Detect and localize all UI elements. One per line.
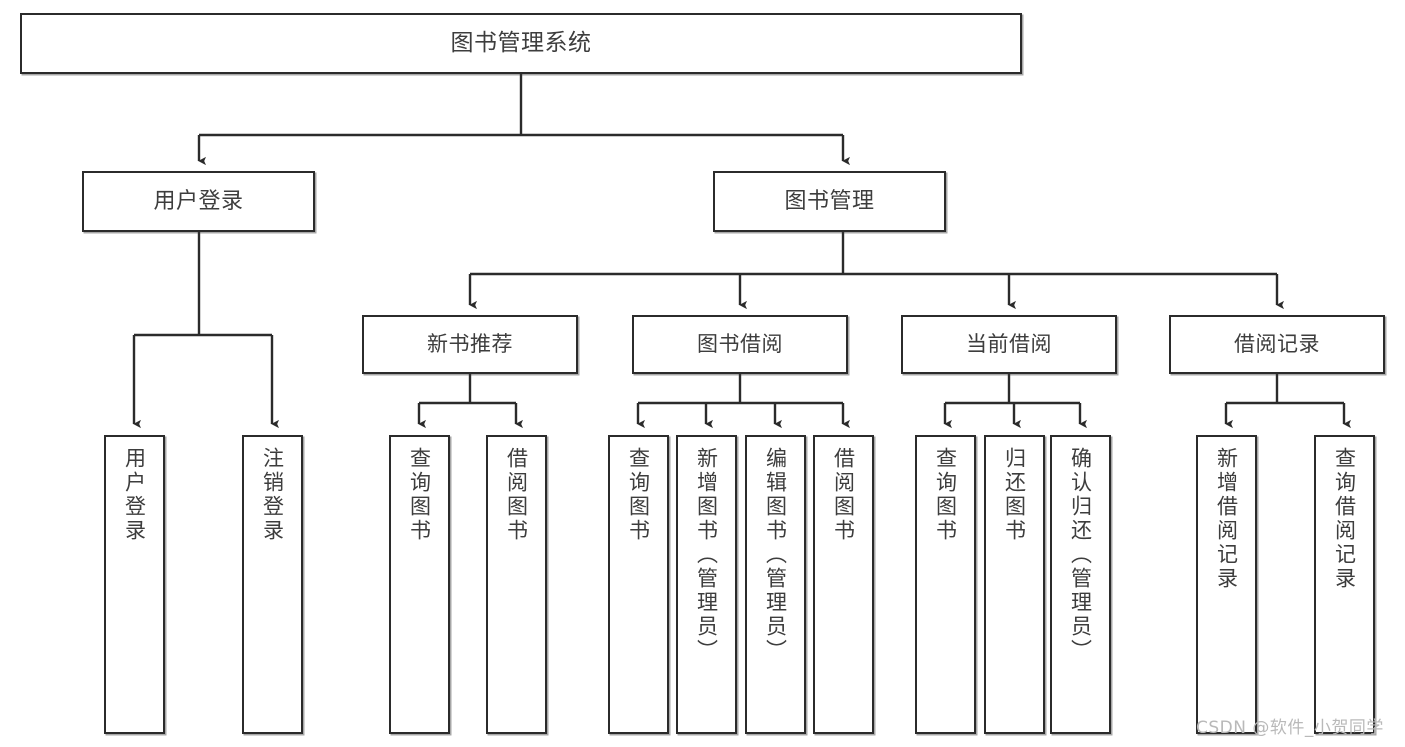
- leaf-borrow-record-add-record[interactable]: 新增借阅记录: [1196, 435, 1257, 734]
- leaf-current-borrow-confirm-return-admin[interactable]: 确认归还（管理员）: [1050, 435, 1111, 734]
- node-label: 图书管理: [784, 188, 875, 214]
- csdn-watermark: CSDN @软件_小贺同学: [1196, 718, 1384, 738]
- node-label: 新书推荐: [427, 332, 513, 357]
- node-borrow-record[interactable]: 借阅记录: [1169, 315, 1385, 374]
- leaf-book-borrow-borrow-book[interactable]: 借阅图书: [813, 435, 874, 734]
- node-book-borrow[interactable]: 图书借阅: [632, 315, 848, 374]
- leaf-book-borrow-query-book[interactable]: 查询图书: [608, 435, 669, 734]
- node-root-book-management-system[interactable]: 图书管理系统: [20, 13, 1022, 74]
- node-current-borrow[interactable]: 当前借阅: [901, 315, 1117, 374]
- node-label: 新增图书（管理员）: [694, 447, 719, 663]
- node-label: 查询图书: [626, 447, 651, 543]
- node-label: 用户登录: [153, 188, 244, 214]
- node-label: 用户登录: [122, 447, 147, 543]
- node-label: 编辑图书（管理员）: [763, 447, 788, 663]
- leaf-user-login-login[interactable]: 用户登录: [104, 435, 165, 734]
- leaf-current-borrow-return-book[interactable]: 归还图书: [984, 435, 1045, 734]
- leaf-current-borrow-query-book[interactable]: 查询图书: [915, 435, 976, 734]
- node-label: 新增借阅记录: [1214, 447, 1239, 591]
- node-label: 查询借阅记录: [1332, 447, 1357, 591]
- node-label: 确认归还（管理员）: [1068, 447, 1093, 663]
- node-label: 借阅图书: [504, 447, 529, 543]
- node-label: 借阅记录: [1234, 332, 1320, 357]
- node-label: 查询图书: [933, 447, 958, 543]
- node-label: 图书管理系统: [450, 29, 592, 56]
- node-label: 查询图书: [407, 447, 432, 543]
- leaf-new-book-query-book[interactable]: 查询图书: [389, 435, 450, 734]
- node-user-login[interactable]: 用户登录: [82, 171, 315, 232]
- node-new-book-recommend[interactable]: 新书推荐: [362, 315, 578, 374]
- node-label: 借阅图书: [831, 447, 856, 543]
- leaf-new-book-borrow-book[interactable]: 借阅图书: [486, 435, 547, 734]
- leaf-book-borrow-add-book-admin[interactable]: 新增图书（管理员）: [676, 435, 737, 734]
- leaf-book-borrow-edit-book-admin[interactable]: 编辑图书（管理员）: [745, 435, 806, 734]
- node-label: 注销登录: [260, 447, 285, 543]
- leaf-user-login-logout[interactable]: 注销登录: [242, 435, 303, 734]
- node-book-management[interactable]: 图书管理: [713, 171, 946, 232]
- node-label: 归还图书: [1002, 447, 1027, 543]
- leaf-borrow-record-query-record[interactable]: 查询借阅记录: [1314, 435, 1375, 734]
- node-label: 图书借阅: [697, 332, 783, 357]
- node-label: 当前借阅: [966, 332, 1052, 357]
